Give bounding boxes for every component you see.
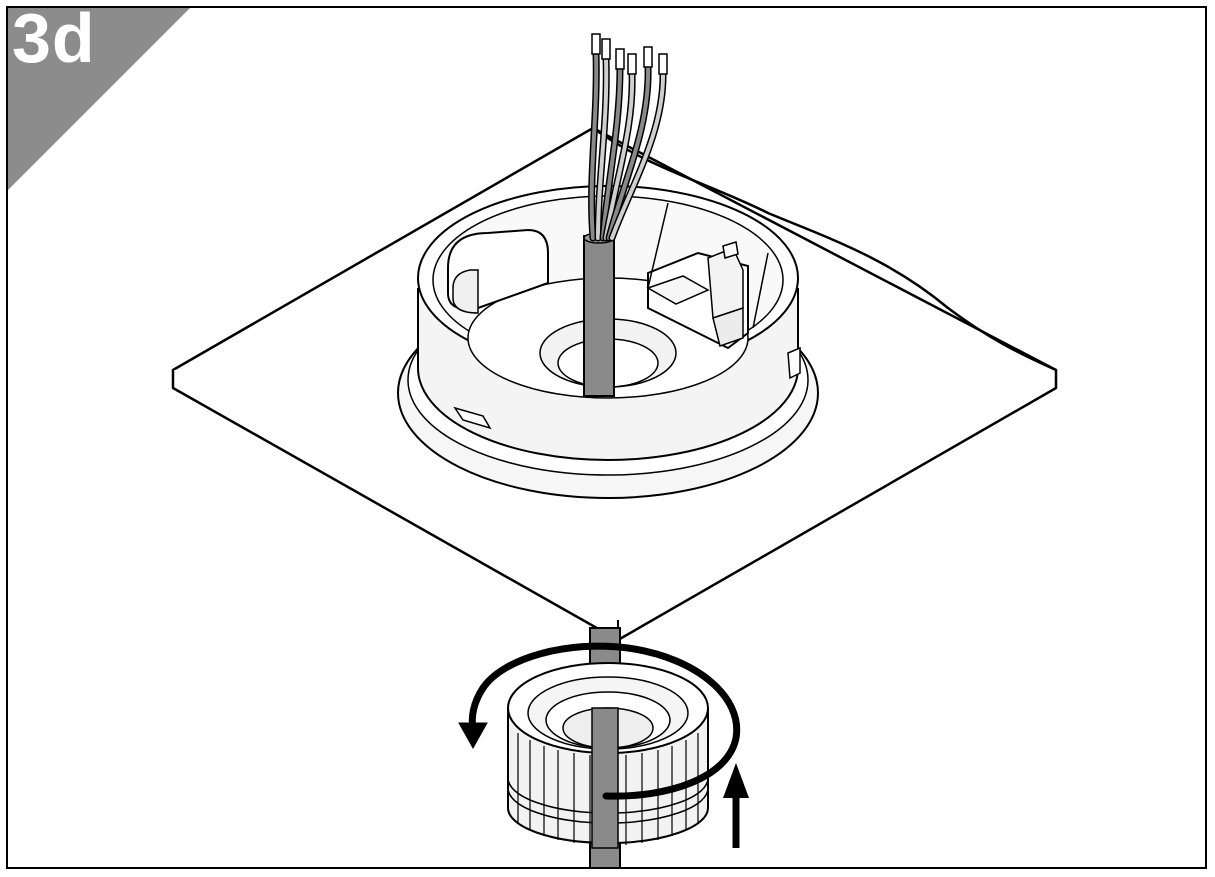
gland-nut [507, 662, 709, 849]
wires [588, 33, 668, 242]
push-up-arrow-icon [723, 763, 749, 848]
step-label: 3d [12, 6, 96, 77]
rotation-arrow-icon [458, 642, 741, 800]
installation-illustration [171, 33, 1058, 867]
figure-frame: 3d [6, 6, 1207, 869]
